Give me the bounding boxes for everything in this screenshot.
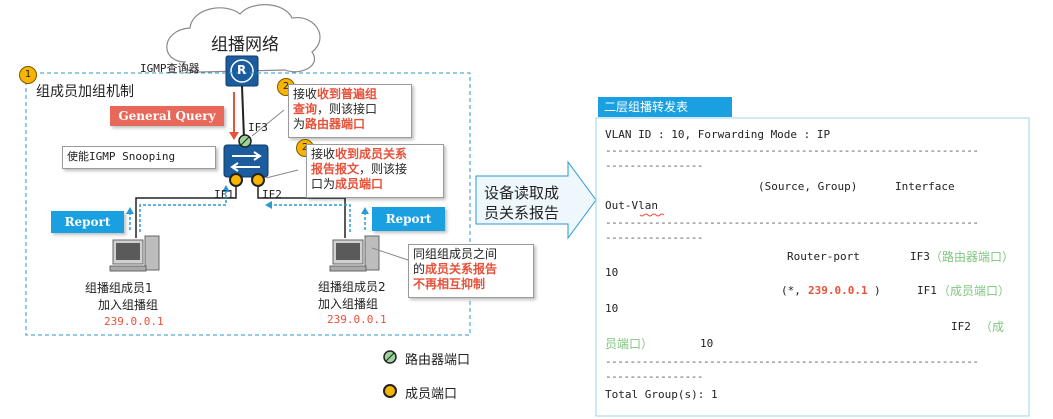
table-router-port: Router-port [787,250,860,263]
table-vlan-3: 10 [700,337,714,350]
table-if2-type-a: （成 [980,320,1005,334]
report-left-path [139,190,227,232]
step1-badge: 1 [19,66,37,84]
host1-pc-icon [109,235,160,272]
table-sg-prefix: (*, [781,284,801,297]
table-if1-type: （成员端口） [938,284,1011,298]
member1-line2: 加入组播组 [98,298,159,312]
general-query-arrowhead [229,132,239,140]
link-if2-host2 [257,186,346,238]
general-query-tag: General Query [110,106,224,126]
enable-snooping-callout: 使能IGMP Snooping [62,146,216,169]
table-if2-type-b: 员端口） [605,337,654,351]
if3-label: IF3 [248,121,268,134]
table-dash-2a: ----------------------------------------… [605,216,979,229]
legend-member-port-icon [383,384,397,398]
member2-ip: 239.0.0.1 [327,313,387,326]
host2-pc-icon [329,235,380,272]
if1-label: IF1 [214,188,234,201]
router-symbol: R [237,63,247,77]
callout-top-prefix: 接收 [293,87,318,101]
legend-member-port-label: 成员端口 [405,387,458,402]
callout-mid-prefix2: 口为 [311,177,336,191]
table-sg-suffix: ) [874,284,881,297]
callout-mid-hl2: 报告报文 [311,162,360,176]
table-if1: IF1 [917,284,937,297]
callout-bottom-hl1: 成员关系报告 [425,262,498,276]
callout-mid-hl3: 成员端口 [335,177,384,191]
member2-line1: 组播组成员2 [318,280,386,294]
callout-no-suppression: 同组组成员之间 的成员关系报告 不再相互抑制 [408,244,534,298]
table-if3: IF3 [910,250,930,263]
table-dash-1a: ----------------------------------------… [605,144,979,157]
callout-top-middle: ，则该接口 [317,102,378,116]
report-left-tag: Report [51,211,124,233]
legend-router-port-label: 路由器端口 [405,353,471,368]
report-right-tag: Report [372,207,445,231]
callout-top-hl1: 收到普遍组 [317,87,378,101]
if2-member-port [251,173,265,187]
enable-snooping-label: 使能IGMP Snooping [67,150,176,163]
table-panel-frame [595,117,1030,417]
switch-icon [223,144,269,178]
table-vlan-line: VLAN ID : 10, Forwarding Mode : IP [605,128,831,141]
table-vlan-1: 10 [605,266,619,279]
arrow-label-line1: 设备读取成 [484,184,560,202]
callout-mid-prefix: 接收 [311,147,336,161]
table-dash-1b: ---------------- [605,159,703,172]
table-dash-3b: ---------------- [605,370,703,383]
cloud-label: 组播网络 [211,35,279,55]
callout-mid-middle: ，则该接 [359,162,408,176]
callout-top-hl2: 查询 [293,102,318,116]
callout-mid-hl1: 收到成员关系 [335,147,408,161]
table-col-outvlan: Out-Vlan [605,199,658,212]
table-if2: IF2 [951,320,971,333]
callout-bottom-hl2: 不再相互抑制 [413,277,486,291]
table-if3-type: （路由器端口） [930,250,1015,264]
member1-line1: 组播组成员1 [85,281,153,295]
callout-top-prefix2: 为 [293,117,306,131]
if1-member-port [229,173,243,187]
uplink-line [241,85,245,139]
forwarding-table-header: 二层组播转发表 [598,97,732,117]
callout-router-port: 接收收到普遍组 查询，则该接口 为路由器端口 [288,84,412,138]
table-col-interface: Interface [895,180,955,193]
querier-label: IGMP查询器 [140,62,200,75]
table-sg-group: 239.0.0.1 [808,284,868,297]
callout-bottom-line1: 同组组成员之间 [413,247,498,261]
group-box-title: 组成员加组机制 [36,84,134,100]
callout-bottom-prefix: 的 [413,262,426,276]
table-vlan-2: 10 [605,302,619,315]
table-dash-2b: ---------------- [605,231,703,244]
member1-ip: 239.0.0.1 [104,315,164,328]
link-if1-host1 [135,186,237,238]
arrow-label-line2: 员关系报告 [484,204,560,222]
group-box-border [25,72,471,336]
table-col-sg: (Source, Group) [758,180,858,193]
multicast-cloud-shape [166,4,321,73]
read-report-arrow [475,160,597,240]
table-dash-3a: ----------------------------------------… [605,355,979,368]
callout-member-port: 接收收到成员关系 报告报文，则该接 口为成员端口 [306,144,444,198]
report-right-path [270,204,351,232]
callout-top-hl3: 路由器端口 [305,117,366,131]
table-total: Total Group(s): 1 [605,388,718,401]
member2-line2: 加入组播组 [318,297,379,311]
if2-label: IF2 [262,188,282,201]
